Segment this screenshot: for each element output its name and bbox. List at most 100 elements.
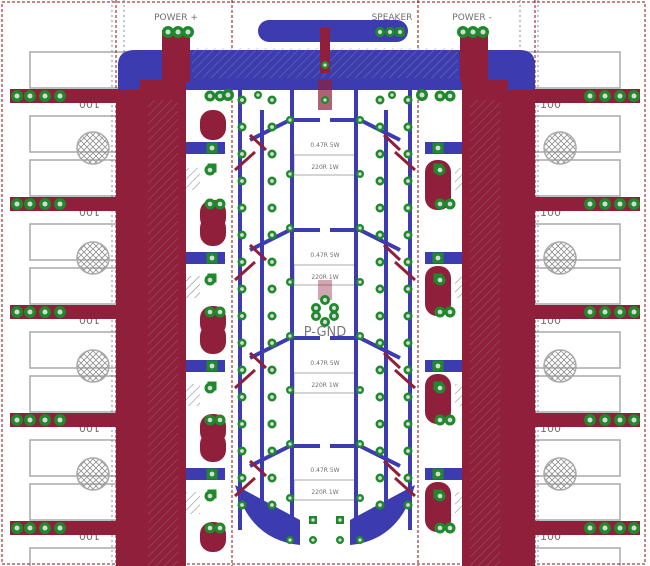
square-pad-drill [398, 30, 402, 34]
via-drill [437, 525, 443, 531]
via-drill [406, 476, 410, 480]
via-drill [42, 201, 48, 207]
via-drill [288, 118, 292, 122]
via-drill [270, 206, 274, 210]
via-drill [387, 29, 393, 35]
via-drill [617, 525, 623, 531]
via-drill [358, 118, 362, 122]
via-drill [437, 385, 443, 391]
center-trace [318, 80, 332, 110]
via-drill [447, 417, 453, 423]
via-drill [447, 93, 453, 99]
via-drill [207, 93, 213, 99]
via-drill [406, 314, 410, 318]
via-drill [288, 334, 292, 338]
via-drill [57, 525, 63, 531]
via-drill [270, 287, 274, 291]
via-drill [240, 503, 244, 507]
red-diagonal [393, 368, 417, 390]
via-drill [378, 260, 382, 264]
resistor-lobe [200, 216, 226, 246]
blue-trace [260, 110, 264, 520]
mounting-hole [543, 457, 577, 491]
pgnd-label: P-GND [304, 325, 347, 340]
via-drill [207, 201, 213, 207]
square-pad-drill [311, 518, 315, 522]
square-pad-drill [209, 255, 215, 261]
transistor-outline [469, 547, 621, 566]
power-plus-label: POWER + [154, 13, 198, 23]
square-pad-drill [209, 145, 215, 151]
via-drill [378, 422, 382, 426]
via-drill [175, 29, 181, 35]
blue-trace [330, 228, 401, 252]
via-drill [377, 29, 383, 35]
silk-text: 220R 1W [311, 164, 338, 171]
via-drill [378, 98, 382, 102]
rail-hatch [148, 100, 178, 566]
via-drill [270, 368, 274, 372]
via-drill [437, 167, 443, 173]
via-drill [631, 417, 637, 423]
via-drill [207, 385, 213, 391]
via-drill [240, 368, 244, 372]
red-diagonal [248, 133, 268, 152]
via-drill [288, 442, 292, 446]
via-drill [378, 152, 382, 156]
blue-fill [350, 485, 415, 545]
via-drill [240, 422, 244, 426]
via-drill [207, 167, 213, 173]
via-drill [437, 493, 443, 499]
via-drill [331, 313, 337, 319]
via-drill [217, 309, 223, 315]
blue-trace [330, 118, 401, 142]
via-drill [14, 309, 20, 315]
via-drill [406, 98, 410, 102]
mounting-hole [543, 131, 577, 165]
via-drill [270, 260, 274, 264]
via-drill [631, 309, 637, 315]
via-drill [225, 92, 231, 98]
via-drill [378, 341, 382, 345]
silk-text: 0.47R 5W [310, 467, 339, 474]
red-diagonal [393, 476, 417, 498]
via-drill [406, 395, 410, 399]
mounting-hole [543, 349, 577, 383]
red-diagonal [233, 368, 257, 390]
via-drill [602, 417, 608, 423]
via-drill [240, 125, 244, 129]
blue-trace [354, 90, 358, 530]
via-drill [460, 29, 466, 35]
via-drill [378, 287, 382, 291]
via-drill [313, 313, 319, 319]
silk-text: 0.47R 5W [310, 360, 339, 367]
pad-layer [11, 26, 640, 544]
silk-text: 0.47R 5W [310, 142, 339, 149]
power-minus-label: POWER - [452, 13, 491, 23]
via-drill [270, 395, 274, 399]
via-drill [240, 395, 244, 399]
via-drill [437, 201, 443, 207]
blue-trace [290, 90, 294, 530]
silk-text: 220R 1W [311, 274, 338, 281]
via-drill [447, 309, 453, 315]
via-drill [240, 98, 244, 102]
blue-trace [330, 444, 401, 468]
via-drill [217, 525, 223, 531]
via-drill [27, 417, 33, 423]
blue-trace [330, 336, 401, 360]
via-drill [378, 125, 382, 129]
power-plus-stub [162, 30, 190, 82]
via-drill [378, 233, 382, 237]
square-pad-drill [209, 471, 215, 477]
red-diagonal [382, 459, 402, 478]
power-minus-stub [460, 30, 488, 82]
via-drill [270, 476, 274, 480]
via-drill [270, 314, 274, 318]
power-rail-left-outer [116, 90, 146, 566]
via-drill [378, 314, 382, 318]
via-drill [270, 233, 274, 237]
via-drill [14, 417, 20, 423]
via-drill [390, 93, 394, 97]
via-drill [240, 260, 244, 264]
